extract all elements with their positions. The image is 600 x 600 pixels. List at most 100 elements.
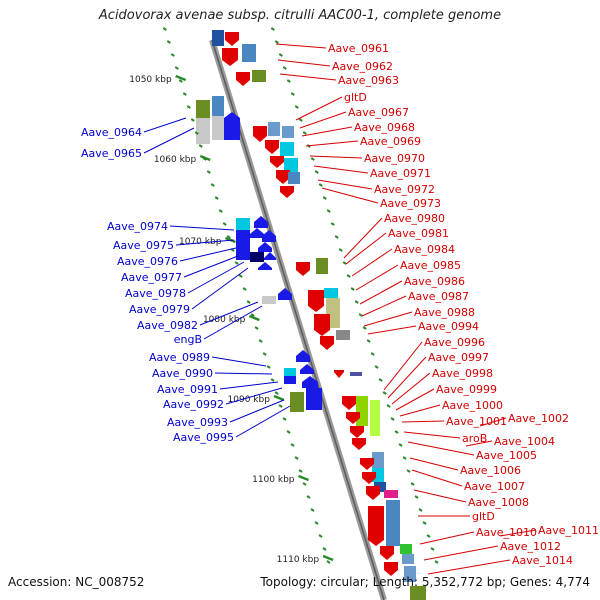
gene-label[interactable]: Aave_0990: [152, 367, 213, 380]
gene-label[interactable]: Aave_0974: [107, 220, 168, 233]
gene-label[interactable]: engB: [174, 333, 202, 346]
gene-label[interactable]: Aave_0995: [173, 431, 234, 444]
gene-leader-line: [499, 529, 537, 537]
gene-label[interactable]: Aave_0985: [400, 259, 461, 272]
gene-label[interactable]: Aave_0980: [384, 212, 445, 225]
gene-label[interactable]: Aave_0982: [137, 319, 198, 332]
gene-label[interactable]: Aave_1004: [494, 435, 555, 448]
scale-dash: [270, 378, 275, 382]
scale-dash: [358, 313, 363, 317]
scale-dash: [266, 365, 271, 369]
scale-dash: [370, 352, 375, 356]
gene-label[interactable]: Aave_0996: [424, 336, 485, 349]
gene-label[interactable]: Aave_0968: [354, 121, 415, 134]
gene-label[interactable]: Aave_1010: [476, 526, 537, 539]
gene-label[interactable]: Aave_0973: [380, 197, 441, 210]
gene-feature: [316, 258, 328, 274]
gene-label[interactable]: Aave_1012: [500, 540, 561, 553]
gene-label[interactable]: Aave_0978: [125, 287, 186, 300]
gene-label[interactable]: Aave_0967: [348, 106, 409, 119]
gene-label[interactable]: Aave_0976: [117, 255, 178, 268]
gene-leader-line: [299, 111, 347, 129]
gene-label[interactable]: Aave_0972: [374, 183, 435, 196]
scale-dash: [194, 131, 199, 135]
gene-label[interactable]: Aave_0988: [414, 306, 475, 319]
gene-label[interactable]: Aave_1002: [508, 412, 569, 425]
gene-feature: [276, 170, 290, 184]
gene-label[interactable]: aroB: [462, 432, 487, 445]
gene-feature: [290, 392, 304, 412]
gene-label[interactable]: Aave_0977: [121, 271, 182, 284]
scale-dash: [238, 274, 243, 278]
gene-label[interactable]: Aave_1008: [468, 496, 529, 509]
gene-leader-line: [301, 126, 353, 137]
gene-label[interactable]: Aave_0969: [360, 135, 421, 148]
gene-label[interactable]: Aave_1007: [464, 480, 525, 493]
scale-dash: [234, 261, 239, 265]
gene-leader-line: [275, 43, 327, 49]
scale-dash: [322, 547, 327, 551]
gene-leader-line: [305, 140, 359, 147]
gene-feature: [302, 376, 318, 388]
gene-label[interactable]: Aave_0989: [149, 351, 210, 364]
gene-label[interactable]: Aave_0965: [81, 147, 142, 160]
gene-leader-line: [383, 341, 423, 391]
gene-label[interactable]: Aave_0998: [432, 367, 493, 380]
gene-label[interactable]: Aave_0963: [338, 74, 399, 87]
gene-feature: [360, 458, 374, 470]
scale-dash: [290, 443, 295, 447]
gene-leader-line: [143, 127, 195, 154]
scale-dash: [206, 170, 211, 174]
scale-dash: [346, 274, 351, 278]
gene-label[interactable]: Aave_0981: [388, 227, 449, 240]
gene-label[interactable]: Aave_0991: [157, 383, 218, 396]
scale-dash: [254, 326, 259, 330]
gene-label[interactable]: Aave_1011: [538, 524, 599, 537]
gene-leader-line: [277, 59, 331, 67]
gene-leader-line: [409, 457, 459, 471]
gene-feature: [380, 546, 394, 560]
gene-label[interactable]: Aave_0987: [408, 290, 469, 303]
gene-label[interactable]: Aave_0962: [332, 60, 393, 73]
gene-label[interactable]: Aave_1000: [442, 399, 503, 412]
gene-label[interactable]: Aave_0975: [113, 239, 174, 252]
gene-label[interactable]: Aave_0964: [81, 126, 142, 139]
gene-label[interactable]: Aave_0971: [370, 167, 431, 180]
scale-dash: [378, 378, 383, 382]
gene-label[interactable]: gltD: [472, 510, 495, 523]
gene-label[interactable]: Aave_0997: [428, 351, 489, 364]
feature-layer: [196, 30, 426, 600]
gene-label[interactable]: Aave_0970: [364, 152, 425, 165]
gene-label[interactable]: Aave_0979: [129, 303, 190, 316]
gene-label[interactable]: Aave_0999: [436, 383, 497, 396]
gene-feature: [324, 288, 338, 298]
scale-dash: [418, 508, 423, 512]
gene-feature: [296, 262, 310, 276]
scale-dash: [302, 482, 307, 486]
gene-label[interactable]: Aave_0961: [328, 42, 389, 55]
scale-tick-label: 1100 kbp: [252, 475, 295, 485]
scale-dash: [274, 391, 279, 395]
gene-label[interactable]: Aave_1005: [476, 449, 537, 462]
scale-dash: [170, 53, 175, 57]
gene-label[interactable]: Aave_0986: [404, 275, 465, 288]
gene-feature: [296, 350, 310, 362]
gene-label[interactable]: Aave_1006: [460, 464, 521, 477]
scale-tick-label: 1060 kbp: [154, 155, 197, 165]
scale-dash: [166, 40, 171, 44]
gene-label[interactable]: Aave_1001: [446, 415, 507, 428]
gene-label[interactable]: gltD: [344, 91, 367, 104]
gene-feature: [268, 122, 280, 136]
gene-leader-line: [169, 225, 235, 231]
scale-dash: [278, 53, 283, 57]
gene-label[interactable]: Aave_0992: [163, 398, 224, 411]
gene-label[interactable]: Aave_1014: [512, 554, 573, 567]
gene-leader-line: [413, 489, 467, 503]
gene-feature: [265, 140, 279, 154]
gene-label[interactable]: Aave_0993: [167, 416, 228, 429]
scale-tick: [248, 314, 260, 322]
scale-dash: [386, 404, 391, 408]
gene-feature: [366, 486, 380, 500]
gene-label[interactable]: Aave_0994: [418, 320, 479, 333]
gene-label[interactable]: Aave_0984: [394, 243, 455, 256]
